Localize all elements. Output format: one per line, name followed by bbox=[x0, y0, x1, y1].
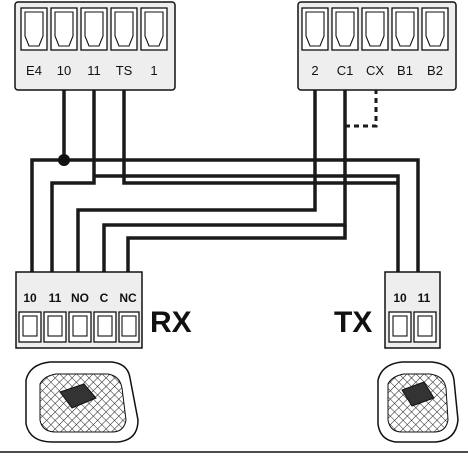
terminal-label-cx: CX bbox=[366, 63, 384, 78]
terminal-label-ts: TS bbox=[116, 63, 133, 78]
right-terminal-5 bbox=[421, 7, 449, 51]
tx-transmitter: + – 10 11 TX bbox=[334, 271, 441, 349]
right-terminal-1 bbox=[301, 7, 329, 51]
right-terminal-3 bbox=[361, 7, 389, 51]
rx-terminal-11: 11 bbox=[49, 291, 62, 305]
wire-c1-to-no bbox=[102, 90, 347, 272]
right-terminal-2 bbox=[331, 7, 359, 51]
terminal-label-11: 11 bbox=[87, 63, 101, 78]
photocell-receiver-icon bbox=[25, 361, 139, 443]
right-terminal-4 bbox=[391, 7, 419, 51]
terminal-label-b1: B1 bbox=[397, 63, 413, 78]
rx-terminal-10: 10 bbox=[23, 291, 37, 305]
terminal-label-c1: C1 bbox=[337, 63, 354, 78]
jumper-c1-cx-dashed bbox=[345, 90, 378, 128]
tx-terminal-10: 10 bbox=[393, 291, 407, 305]
left-terminal-3 bbox=[80, 7, 108, 51]
left-terminal-5 bbox=[140, 7, 168, 51]
wire-11-minus-tx bbox=[94, 174, 400, 272]
rx-label: RX bbox=[150, 306, 192, 339]
wire-10-plus bbox=[30, 90, 66, 272]
wire-2-to-c bbox=[76, 90, 317, 272]
terminal-label-2: 2 bbox=[311, 63, 318, 78]
rx-terminal-nc: NC bbox=[119, 291, 137, 305]
tx-label: TX bbox=[334, 306, 372, 339]
wiring bbox=[30, 90, 420, 272]
left-terminal-1 bbox=[20, 7, 48, 51]
board-left-terminal-block: E4 10 11 TS 1 bbox=[14, 1, 176, 91]
terminal-label-10: 10 bbox=[57, 63, 71, 78]
left-terminal-2 bbox=[50, 7, 78, 51]
photocell-transmitter-icon bbox=[377, 361, 459, 443]
terminal-label-e4: E4 bbox=[26, 63, 42, 78]
tx-screw-terminals bbox=[388, 311, 437, 343]
wire-junction-dot bbox=[58, 154, 70, 166]
tx-terminal-11: 11 bbox=[418, 291, 431, 305]
wire-ts-to-nc bbox=[122, 90, 398, 185]
board-right-terminal-block: 2 C1 CX B1 B2 bbox=[297, 1, 457, 91]
wire-10-to-tx-plus bbox=[64, 158, 420, 272]
terminal-label-1: 1 bbox=[150, 63, 157, 78]
rx-receiver: + – 10 11 NO C NC RX bbox=[15, 271, 192, 349]
wire-11-minus-rx bbox=[50, 90, 96, 272]
wire-c1-return bbox=[126, 225, 347, 272]
rx-terminal-c: C bbox=[100, 291, 109, 305]
terminal-label-b2: B2 bbox=[427, 63, 443, 78]
rx-terminal-no: NO bbox=[71, 291, 89, 305]
rx-screw-terminals bbox=[18, 311, 140, 343]
left-terminal-4 bbox=[110, 7, 138, 51]
